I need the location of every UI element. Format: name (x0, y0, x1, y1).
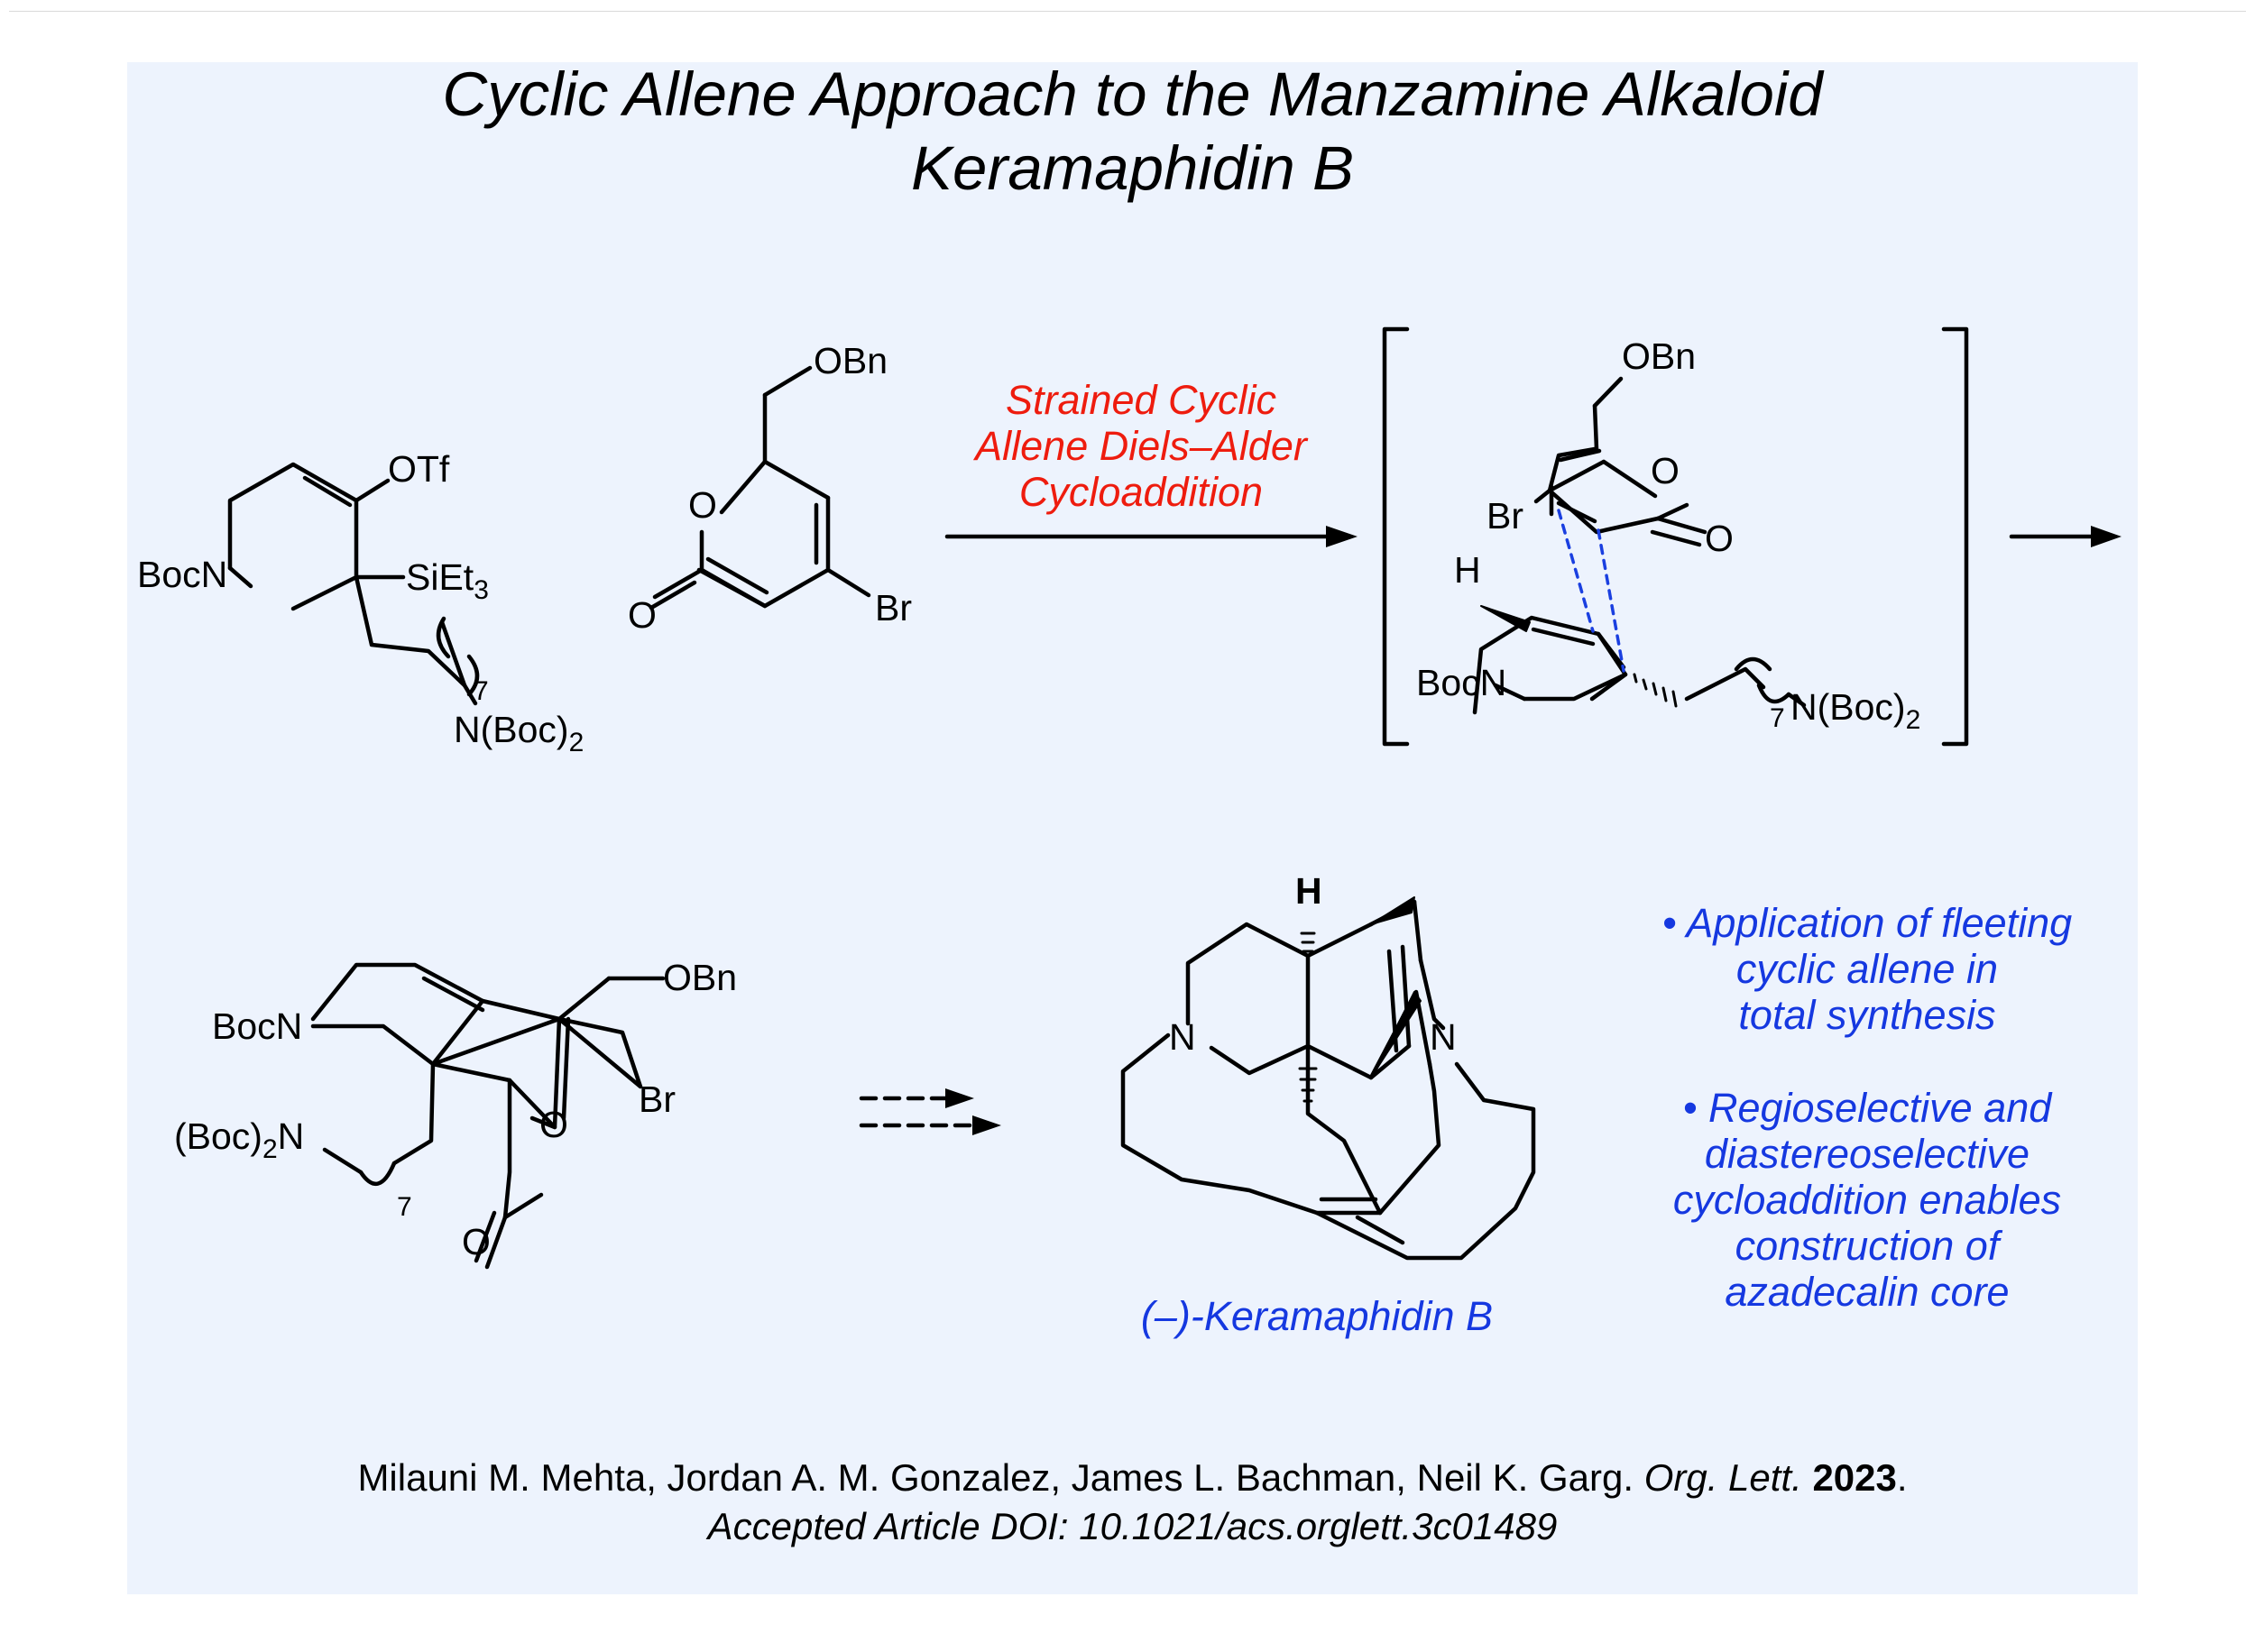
label-bocn-3: BocN (212, 1005, 303, 1047)
label-otf: OTf (388, 448, 450, 490)
label-seven-1: 7 (474, 676, 489, 706)
forming-bonds (1557, 509, 1625, 673)
label-o-carbonyl-3: O (462, 1221, 491, 1262)
label-br-1: Br (875, 587, 912, 629)
label-nboc2-1: N(Boc)2 (454, 709, 584, 757)
keramaphidin-hashes (1298, 932, 1318, 1103)
label-o-carbonyl-1: O (628, 594, 657, 636)
multistep-arrow (859, 1088, 1001, 1135)
bullet-2: • Regioselective and diastereoselective … (1672, 1085, 2062, 1315)
label-seven-2: 7 (1770, 703, 1785, 733)
product-name: (–)-Keramaphidin B (1140, 1293, 1494, 1339)
label-o-carbonyl-2: O (1705, 518, 1734, 559)
citation-line-1: Milauni M. Mehta, Jordan A. M. Gonzalez,… (357, 1456, 1908, 1499)
silyl-triflate-structure (227, 462, 480, 706)
label-br-3: Br (639, 1078, 676, 1120)
label-obn-1: OBn (814, 340, 888, 381)
bullet-1: • Application of fleeting cyclic allene … (1661, 900, 2073, 1038)
cycloadduct-structure (310, 962, 666, 1270)
citation-doi: Accepted Article DOI: 10.1021/acs.orglet… (707, 1505, 1558, 1547)
label-bocn-2: BocN (1416, 662, 1507, 703)
title-line-1: Cyclic Allene Approach to the Manzamine … (442, 60, 1823, 129)
label-obn-3: OBn (663, 957, 738, 998)
page-title: Cyclic Allene Approach to the Manzamine … (127, 58, 2138, 206)
transition-state-structure (1472, 376, 1807, 715)
label-o-ring-1: O (688, 484, 717, 526)
label-h-keramaphidin: H (1295, 870, 1322, 912)
top-rule (9, 11, 2246, 12)
label-boc2n: (Boc)2N (174, 1115, 305, 1164)
label-n-keramaphidin-2: N (1430, 1016, 1457, 1058)
label-obn-2: OBn (1622, 335, 1697, 377)
label-nboc2-2: N(Boc)2 (1790, 686, 1921, 735)
label-br-2: Br (1486, 495, 1523, 537)
label-o-bridge: O (539, 1104, 568, 1145)
bracket-right (1941, 326, 1969, 747)
wedge-bond (1480, 605, 1531, 632)
reaction-conditions: Strained Cyclic Allene Diels–Alder Cyclo… (975, 377, 1307, 515)
label-h-ts: H (1454, 549, 1481, 591)
graphical-abstract-panel (127, 62, 2138, 1594)
label-siet3: SiEt3 (406, 556, 489, 605)
citation: Milauni M. Mehta, Jordan A. M. Gonzalez,… (127, 1454, 2138, 1551)
label-n-keramaphidin-1: N (1169, 1016, 1196, 1058)
bracket-left (1382, 326, 1410, 747)
hashed-bond (1633, 673, 1678, 708)
label-seven-3: 7 (397, 1192, 412, 1222)
title-line-2: Keramaphidin B (911, 133, 1354, 203)
keramaphidin-b-structure (1120, 899, 1536, 1261)
bromopyrone-structure (649, 365, 871, 610)
label-o-ring-2: O (1651, 450, 1680, 491)
label-bocn-1: BocN (137, 554, 228, 595)
